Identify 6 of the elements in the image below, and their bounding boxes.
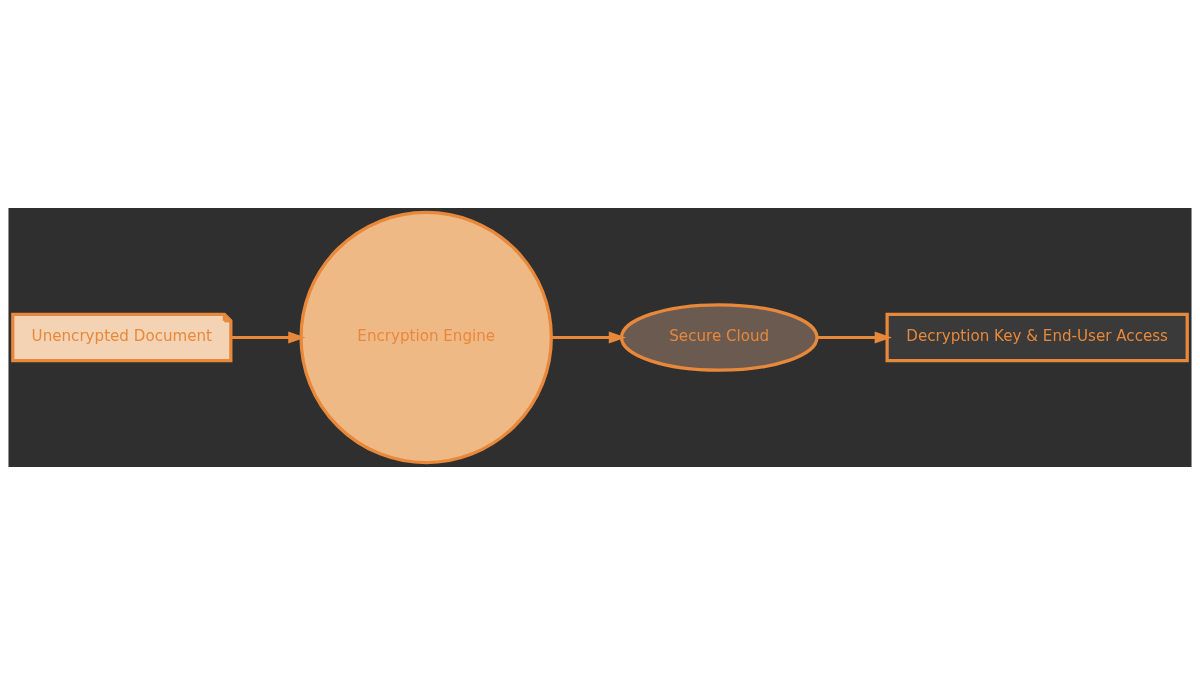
arrow — [817, 331, 892, 344]
node-box: Decryption Key & End-User Access — [885, 312, 1189, 363]
node-circle: Encryption Engine — [299, 210, 553, 465]
arrow — [551, 331, 627, 344]
arrow — [231, 331, 306, 344]
node-ellipse: Secure Cloud — [619, 303, 819, 372]
